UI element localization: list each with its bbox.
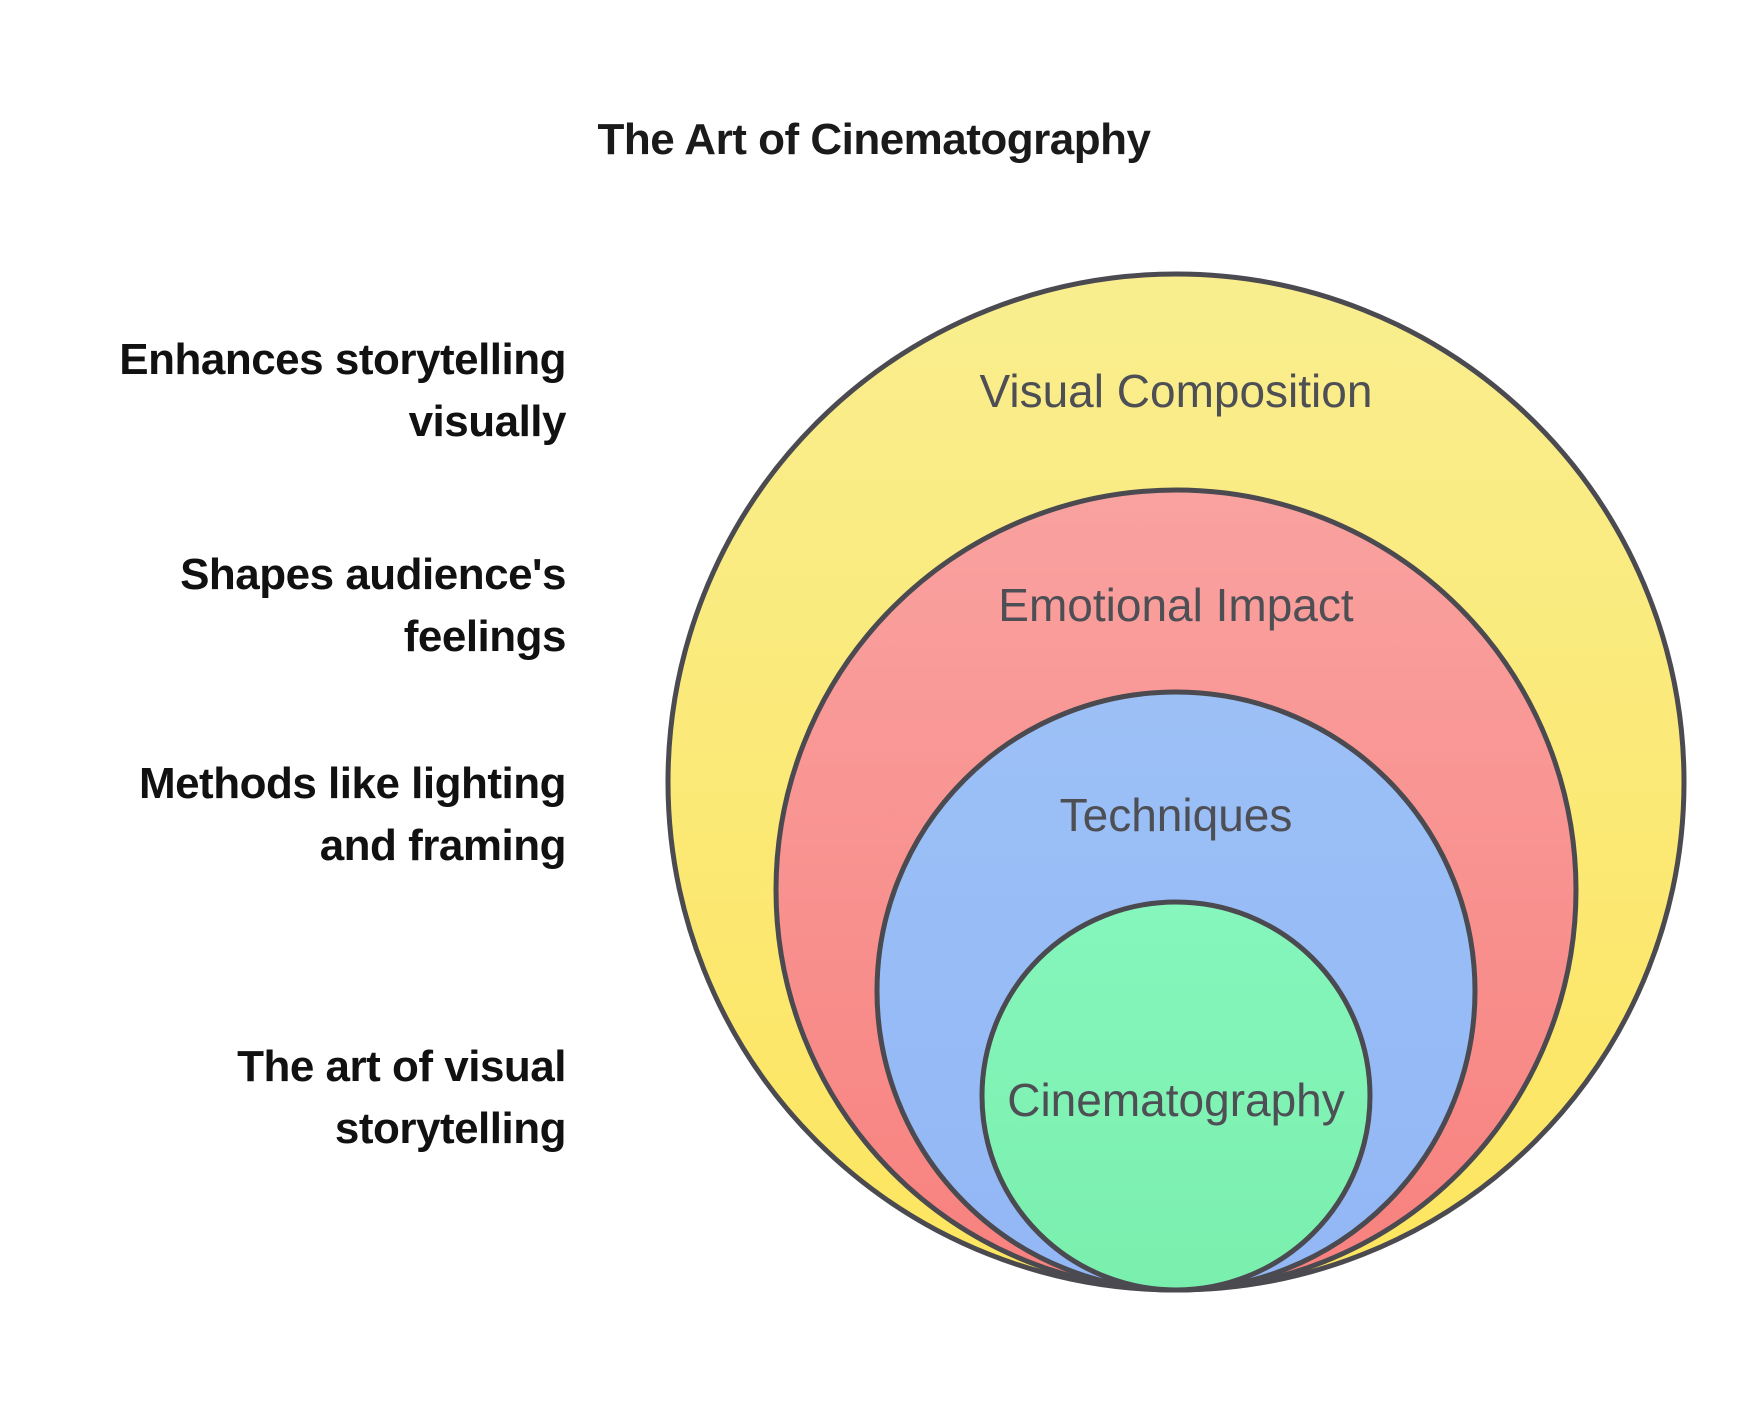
circle-label-emotional-impact: Emotional Impact	[998, 579, 1354, 631]
annotation-line: storytelling	[334, 1104, 567, 1153]
annotation-line: Methods like lighting	[138, 759, 567, 808]
annotation-techniques: Methods like lighting and framing	[6, 753, 567, 877]
annotation-line: feelings	[403, 612, 567, 661]
circle-cinematography	[979, 899, 1373, 1293]
annotation-visual-composition: Enhances storytelling visually	[6, 329, 566, 453]
annotation-emotional-impact: Shapes audience's feelings	[6, 544, 566, 668]
circle-label-visual-composition: Visual Composition	[980, 365, 1373, 417]
annotation-line: Shapes audience's	[180, 550, 566, 599]
annotation-line: Enhances storytelling	[119, 335, 566, 384]
annotation-cinematography: The art of visual storytelling	[6, 1036, 566, 1160]
circle-label-cinematography: Cinematography	[1007, 1074, 1345, 1126]
circle-label-techniques: Techniques	[1060, 789, 1293, 841]
annotation-line: and framing	[319, 821, 567, 870]
annotation-line: visually	[408, 397, 567, 446]
annotation-line: The art of visual	[237, 1042, 566, 1091]
page-title: The Art of Cinematography	[597, 115, 1151, 164]
